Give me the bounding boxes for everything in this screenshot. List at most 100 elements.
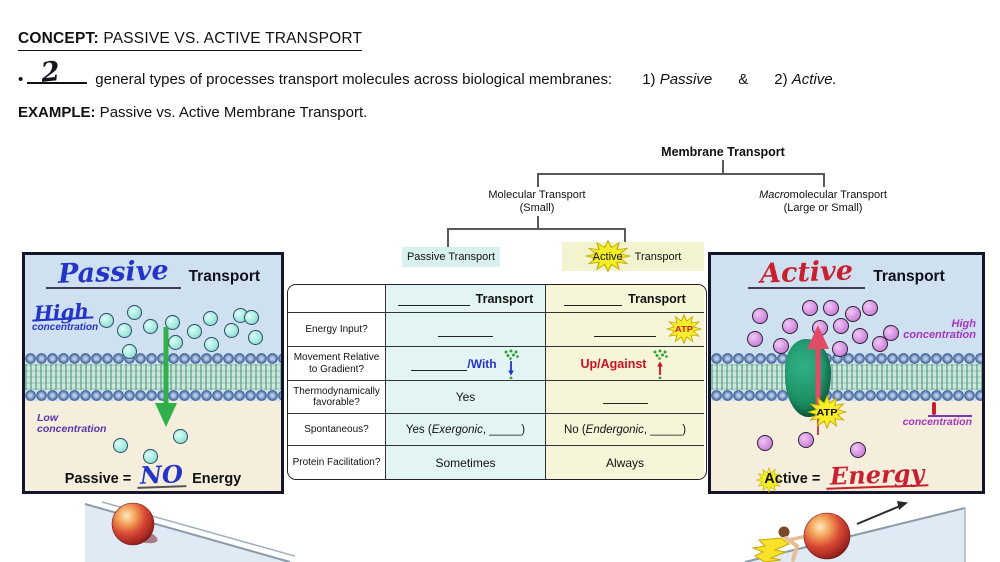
membrane-bilayer (711, 353, 982, 401)
fill-in-blank-count: 2 (27, 56, 88, 89)
spontaneous-passive-cell: Yes (Exergonic, _____) (386, 414, 546, 446)
molecule-dot (99, 313, 114, 328)
concept-title: PASSIVE VS. ACTIVE TRANSPORT (98, 30, 363, 47)
molecule-dot (782, 318, 798, 334)
energy-active-cell: ATP (546, 313, 704, 347)
fill-in-blank (397, 292, 470, 306)
molecule-dot (173, 429, 188, 444)
row-label-movement: Movement Relative to Gradient? (288, 347, 386, 381)
active-energy-statement: Active = Energy (711, 459, 982, 494)
passive-panel-title: Passive Transport (25, 255, 281, 290)
table-corner-cell (288, 285, 386, 313)
bullet-icon: • (18, 71, 24, 88)
molecule-dot (802, 300, 818, 316)
molecule-dot (248, 330, 263, 345)
molecule-dot (833, 318, 849, 334)
svg-text:ATP: ATP (816, 408, 837, 418)
molecule-dot (747, 331, 763, 347)
lipid-heads-top (711, 353, 982, 364)
molecule-dot (773, 338, 789, 354)
fill-in-blank (602, 390, 648, 404)
spontaneous-active-cell: No (Endergonic, _____) (546, 414, 704, 446)
molecule-dot (203, 311, 218, 326)
molecule-dot (798, 432, 814, 448)
tree-connector (722, 160, 724, 173)
thermo-passive-cell: Yes (386, 381, 546, 414)
molecule-dot (883, 325, 899, 341)
fill-in-blank (928, 401, 972, 417)
active-starburst-icon: Active (584, 240, 631, 272)
lipid-tails (25, 364, 281, 390)
protein-passive-cell: Sometimes (386, 446, 546, 479)
molecule-dot (143, 319, 158, 334)
tree-leaf-active: Active Transport (562, 240, 704, 272)
bullet-list: 1) Passive & 2) Active. (642, 71, 837, 88)
handwritten-mark (932, 402, 936, 415)
row-label-protein: Protein Facilitation? (288, 446, 386, 479)
active-equals: Active = (756, 467, 820, 494)
energy-passive-cell (386, 313, 546, 347)
molecule-dot (852, 328, 868, 344)
active-panel-title: Active Transport (711, 255, 982, 290)
molecule-dot (224, 323, 239, 338)
diffusion-down-arrow (155, 327, 177, 427)
handwritten-answer: 2 (39, 56, 62, 89)
row-label-spontaneous: Spontaneous? (288, 414, 386, 446)
concept-label: CONCEPT: (18, 30, 99, 47)
tree-connector (537, 173, 824, 175)
lipid-tails (711, 364, 982, 390)
low-concentration-label: Low concentration (37, 412, 107, 435)
tree-connector (624, 228, 626, 244)
atp-starburst-icon: ATP (807, 395, 847, 429)
movement-passive-cell: /With (386, 347, 546, 381)
thermo-active-cell (546, 381, 704, 414)
gradient-up-icon (653, 349, 669, 379)
active-leaf-rest: Transport (634, 250, 682, 263)
tree-connector (447, 228, 625, 230)
tree-node-macromolecular: Macromolecular Transport (Large or Small… (759, 189, 887, 214)
high-concentration-label: High concentration (31, 298, 99, 333)
list-item-passive: 1) Passive (642, 71, 713, 88)
membrane-bilayer (25, 353, 281, 401)
molecule-dot (165, 315, 180, 330)
molecule-dot (757, 435, 773, 451)
example-text: Passive vs. Active Membrane Transport. (95, 104, 368, 121)
tree-connector (447, 228, 449, 247)
example-line: EXAMPLE: Passive vs. Active Membrane Tra… (18, 104, 367, 121)
fill-in-blank (594, 323, 656, 337)
molecule-dot (117, 323, 132, 338)
molecule-dot (127, 305, 142, 320)
lipid-heads-bottom (711, 390, 982, 401)
svg-text:ATP: ATP (675, 325, 693, 334)
ball-pushed-uphill-image (744, 501, 966, 562)
low-concentration-blank-label: concentration (902, 401, 972, 428)
tree-connector (537, 173, 539, 187)
active-transport-panel: Active Transport High concentration conc… (708, 252, 985, 494)
molecule-dot (204, 337, 219, 352)
gradient-down-icon (504, 349, 519, 379)
starburst-icon (756, 467, 783, 494)
lipid-heads-bottom (25, 390, 281, 401)
molecule-dot (244, 310, 259, 325)
bullet-line: • 2 general types of processes transport… (18, 56, 837, 89)
molecule-dot (845, 306, 861, 322)
active-column-header: Transport (546, 285, 704, 313)
tree-node-molecular: Molecular Transport (Small) (488, 189, 586, 214)
tree-root-label: Membrane Transport (661, 145, 785, 159)
fill-in-blank (411, 357, 468, 371)
handwritten-energy: Energy (825, 459, 930, 491)
handwritten-active: Active (759, 255, 854, 290)
high-concentration-label: High concentration (903, 318, 976, 341)
ampersand: & (738, 71, 749, 88)
movement-active-cell: Up/Against (546, 347, 704, 381)
molecule-dot (187, 324, 202, 339)
tree-connector (823, 173, 825, 187)
molecule-dot (832, 341, 848, 357)
molecule-dot (122, 344, 137, 359)
lipid-heads-top (25, 353, 281, 364)
tree-leaf-passive: Passive Transport (402, 247, 500, 267)
tree-connector (537, 216, 539, 229)
handwritten-passive: Passive (57, 255, 170, 290)
molecule-dot (872, 336, 888, 352)
